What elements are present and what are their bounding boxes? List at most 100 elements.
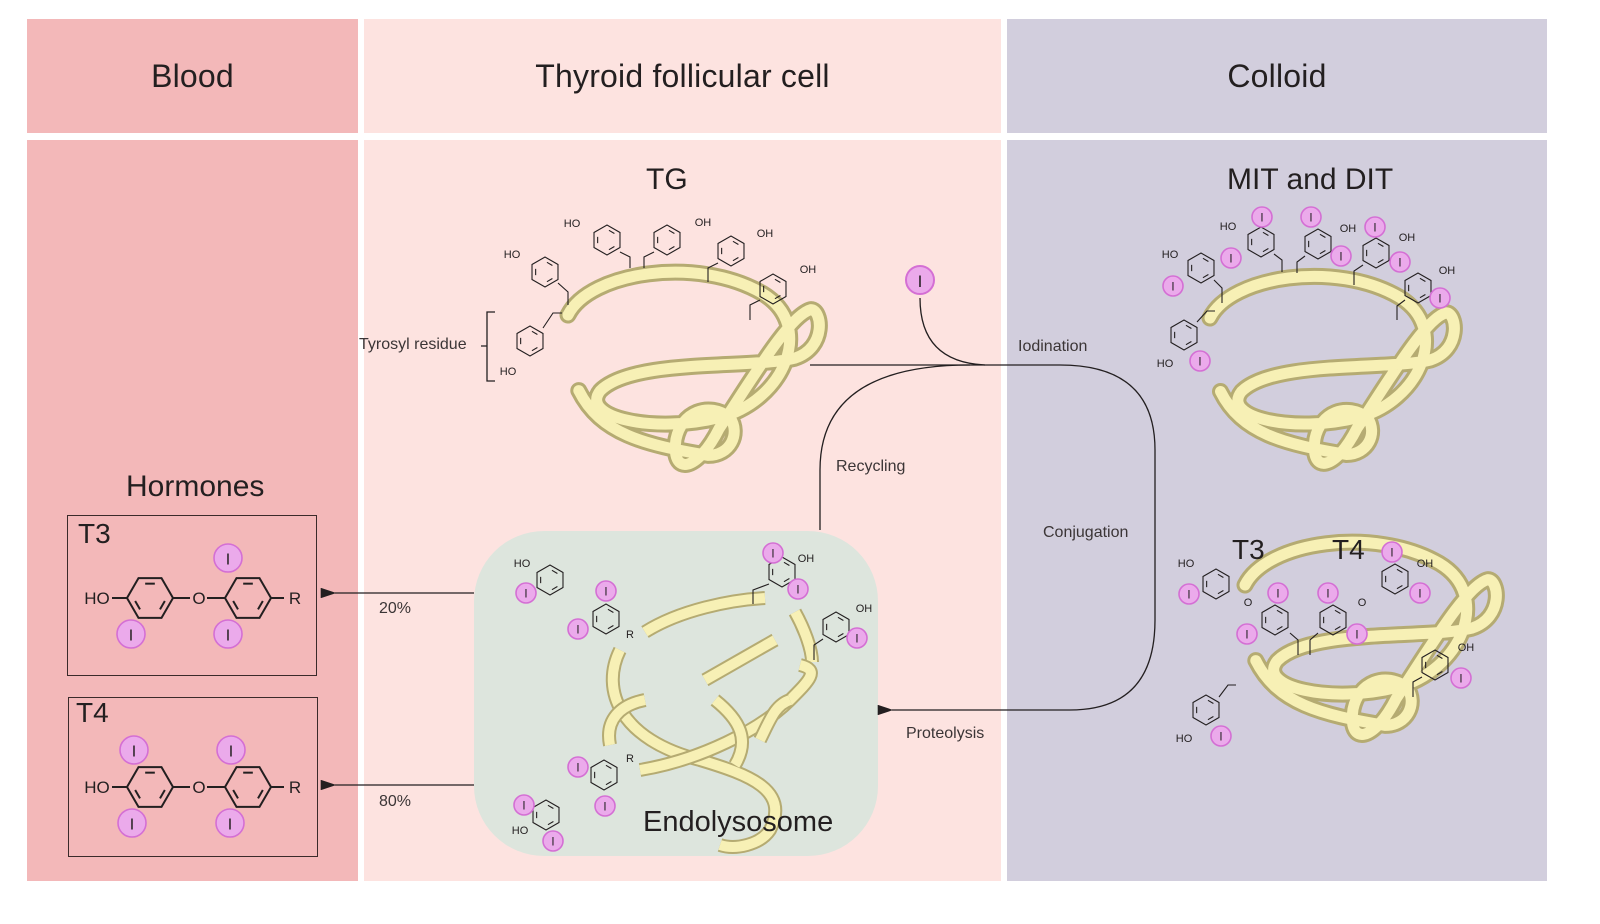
iodine-icon: I: [1300, 206, 1322, 228]
iodine-icon: I: [1409, 582, 1431, 604]
blood-header-label: Blood: [151, 57, 234, 94]
iodine-symbol: I: [603, 802, 606, 814]
hydroxyl-label: R: [626, 629, 634, 641]
thyroglobulin-coil: [1236, 533, 1505, 743]
hydroxyl-label: HO: [1157, 358, 1174, 370]
iodine-icon: I: [567, 618, 589, 640]
hydroxyl-label: R: [626, 753, 634, 765]
iodine-symbol: I: [1276, 589, 1279, 601]
tyrosyl-residue: R I I: [567, 753, 634, 817]
colloid-panel: [1007, 140, 1547, 881]
tyrosyl-residue: OH I: [1412, 642, 1475, 697]
iodination-label: Iodination: [1018, 338, 1088, 355]
benzene-ring-icon: [1304, 228, 1332, 260]
tyrosyl-residue: OH: [707, 228, 773, 282]
iodine-symbol: I: [1260, 213, 1263, 225]
benzene-ring-icon: [532, 799, 560, 831]
hydroxyl-label: OH: [1439, 265, 1456, 277]
iodine-icon: I: [567, 756, 589, 778]
iodine-symbol: I: [524, 589, 527, 601]
cell-header-label: Thyroid follicular cell: [535, 57, 830, 94]
iodine-uptake-curve: [919, 297, 986, 366]
iodine-icon: I: [1210, 725, 1232, 747]
tyrosyl-residue: HOI: [1178, 558, 1230, 605]
benzene-ring-icon: [1187, 252, 1215, 284]
iodine-symbol: I: [1438, 294, 1441, 306]
hydroxyl-label: HO: [84, 778, 110, 797]
hydroxyl-label: OH: [856, 603, 873, 615]
tyrosyl-residue: HO I: [514, 558, 564, 604]
iodine-symbol: I: [229, 742, 233, 760]
endolysosome-compartment: [474, 531, 878, 856]
hydroxyl-label: OH: [695, 217, 712, 229]
iodine-icon: I: [1317, 582, 1339, 604]
iodine-icon: I: [1267, 582, 1289, 604]
fragmented-thyroglobulin: [602, 591, 819, 854]
benzene-ring-icon: [593, 224, 621, 256]
iodine-symbol: I: [1245, 630, 1248, 642]
tyrosyl-residue: R I I: [567, 580, 634, 641]
benzene-ring-icon: [1247, 226, 1275, 258]
benzene-ring-icon: [223, 766, 273, 808]
iodine-symbol: I: [1171, 282, 1174, 294]
benzene-ring-icon: [1362, 237, 1390, 269]
hydroxyl-label: HO: [1162, 249, 1179, 261]
benzene-ring-icon: [1261, 604, 1289, 636]
iodine-symbol: I: [226, 626, 230, 644]
hydroxyl-label: HO: [514, 558, 531, 570]
hydroxyl-label: HO: [84, 589, 110, 608]
iodine-icon: I: [1429, 287, 1451, 309]
iodine-icon: I: [213, 543, 243, 573]
benzene-ring-icon: [125, 577, 175, 619]
benzene-ring-icon: [1170, 319, 1198, 351]
hydroxyl-label: OH: [798, 553, 815, 565]
t4-percent-label: 80%: [379, 793, 412, 810]
tyrosyl-residue: OH: [749, 264, 817, 320]
benzene-ring-icon: [223, 577, 273, 619]
tyrosyl-residue: OHI: [813, 603, 873, 660]
r-group-label: R: [289, 778, 301, 797]
blood-header: Blood: [27, 19, 358, 133]
tyrosyl-residue: HO: [504, 249, 569, 305]
iodine-symbol: I: [1198, 357, 1201, 369]
iodine-symbol: I: [522, 801, 525, 813]
iodine-icon: I: [1189, 350, 1211, 372]
hydroxyl-label: OH: [800, 264, 817, 276]
recycling-label: Recycling: [836, 458, 906, 475]
iodine-icon: I: [787, 578, 809, 600]
tyrosyl-bracket: [481, 311, 495, 382]
hydroxyl-label: HO: [1220, 221, 1237, 233]
iodine-symbol: I: [576, 625, 579, 637]
t4-box: [68, 697, 318, 857]
colloid-header-label: Colloid: [1227, 57, 1327, 94]
benzene-ring-icon: [536, 564, 564, 596]
blood-panel: [27, 140, 358, 881]
endolysosome-title: Endolysosome: [643, 806, 834, 838]
free-iodine-label: I: [918, 272, 923, 291]
tyrosyl-residue: OH I: [1396, 265, 1456, 320]
iodine-symbol: I: [132, 742, 136, 760]
iodine-icon: I: [515, 582, 537, 604]
benzene-ring-icon: [768, 556, 796, 588]
iodine-icon: I: [215, 808, 245, 838]
iodine-symbol: I: [1459, 674, 1462, 686]
iodine-icon: I: [1178, 583, 1200, 605]
tyrosyl-residue: OH I I: [1381, 541, 1434, 604]
iodine-symbol: I: [1309, 213, 1312, 225]
colloid-t3-label: T3: [1232, 534, 1265, 565]
tg-title: TG: [646, 163, 688, 196]
t4-box-label: T4: [76, 697, 109, 728]
iodine-symbol: I: [1219, 732, 1222, 744]
hydroxyl-label: OH: [1458, 642, 1475, 654]
hydroxyl-label: OH: [1417, 558, 1434, 570]
iodine-icon: I: [1364, 216, 1386, 238]
hydroxyl-label: HO: [504, 249, 521, 261]
iodine-icon: I: [595, 580, 617, 602]
oxygen-label: O: [192, 778, 205, 797]
iodine-symbol: I: [1390, 548, 1393, 560]
benzene-ring-icon: [1421, 649, 1449, 681]
iodine-icon: I: [513, 794, 535, 816]
